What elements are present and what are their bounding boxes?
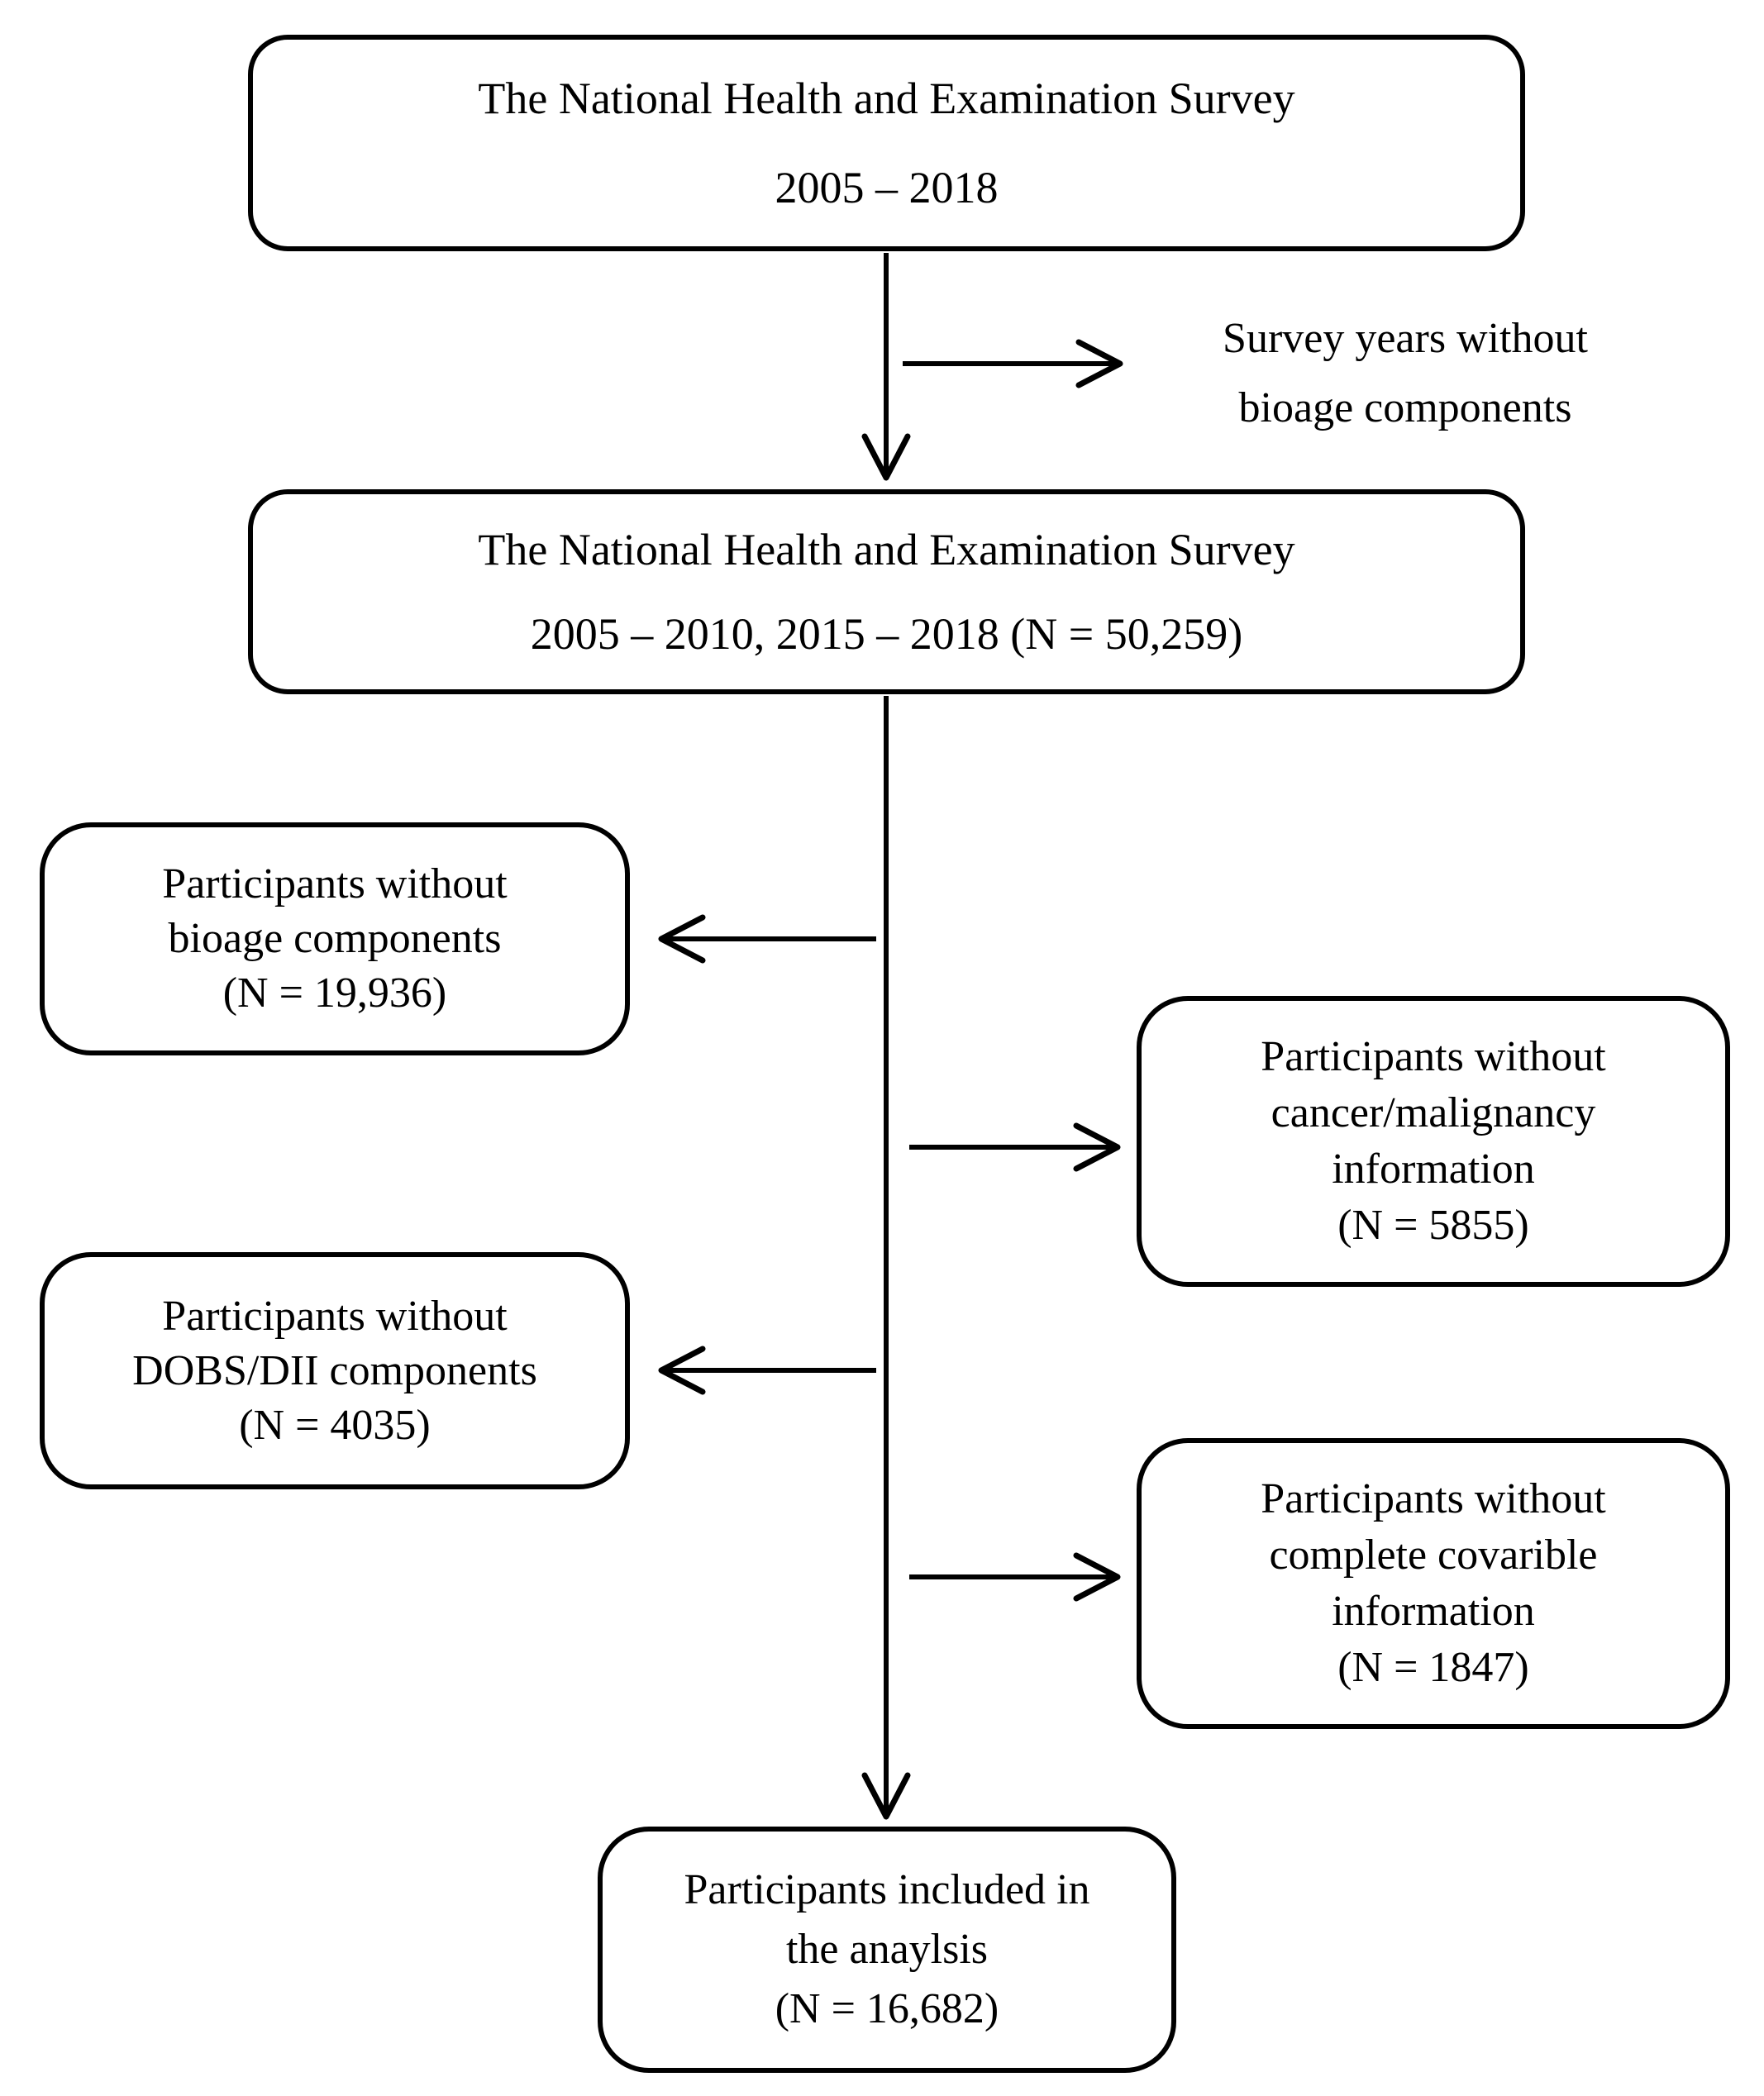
node-text-line: DOBS/DII components [132, 1346, 537, 1394]
node-text-line: Participants included in [684, 1866, 1090, 1913]
node-text-line: the anaylsis [785, 1926, 989, 1973]
node-text-line: information [1332, 1588, 1535, 1635]
node-text-line: Participants without [162, 1292, 508, 1340]
node-text-line: Participants without [1261, 1475, 1606, 1522]
node-text-line: 2005 – 2010, 2015 – 2018 (N = 50,259) [530, 609, 1243, 659]
node-text-line: Participants without [162, 860, 508, 907]
node-text-line: 2005 – 2018 [775, 163, 999, 212]
node-excluded-covariable-n1847: Participants without complete covarible … [1137, 1438, 1730, 1729]
node-text-line: Participants without [1261, 1033, 1606, 1080]
node-text-line: (N = 5855) [1337, 1202, 1529, 1249]
node-survey-2005-2018: The National Health and Examination Surv… [248, 35, 1525, 251]
node-excluded-bioage-n19936: Participants without bioage components (… [40, 822, 630, 1055]
node-text-line: complete covarible [1269, 1532, 1598, 1579]
label-text-line: bioage components [1238, 384, 1572, 431]
node-text-line: (N = 19,936) [222, 969, 447, 1017]
node-text-line: The National Health and Examination Surv… [478, 74, 1295, 123]
node-text-line: bioage components [168, 915, 502, 962]
node-text-line: (N = 1847) [1337, 1644, 1529, 1691]
label-survey-years-without-bioage: Survey years without bioage components [1157, 304, 1653, 443]
node-included-n16682: Participants included in the anaylsis (N… [598, 1827, 1176, 2073]
node-text-line: information [1332, 1146, 1535, 1193]
node-text-line: The National Health and Examination Surv… [478, 525, 1295, 574]
node-excluded-cancer-n5855: Participants without cancer/malignancy i… [1137, 996, 1730, 1287]
node-text-line: cancer/malignancy [1271, 1089, 1596, 1136]
label-text-line: Survey years without [1223, 315, 1588, 362]
node-excluded-dobs-dii-n4035: Participants without DOBS/DII components… [40, 1252, 630, 1489]
node-survey-subset-n50259: The National Health and Examination Surv… [248, 489, 1525, 694]
node-text-line: (N = 4035) [239, 1401, 431, 1449]
node-text-line: (N = 16,682) [775, 1985, 999, 2032]
